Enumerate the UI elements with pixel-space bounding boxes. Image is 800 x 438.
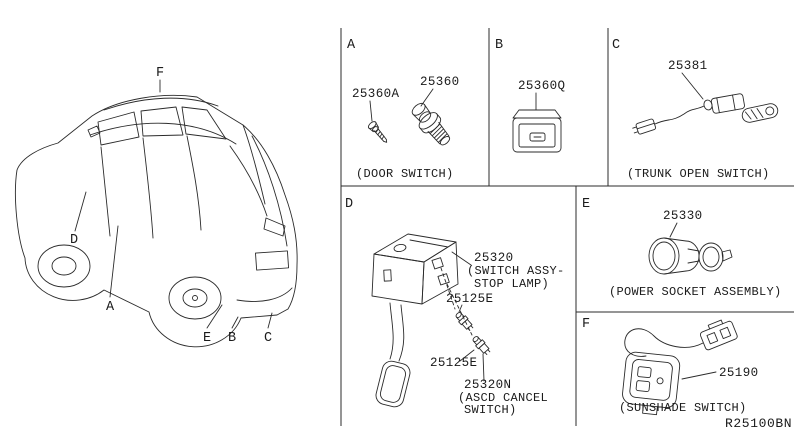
car-drawing bbox=[15, 95, 298, 348]
clip-switch-lower-drawing bbox=[472, 336, 491, 355]
section-f-letter: F bbox=[582, 317, 591, 332]
car-rear-wheel-hub bbox=[192, 295, 198, 301]
car-hatch-line bbox=[251, 135, 288, 247]
section-b-letter: B bbox=[495, 38, 504, 53]
section-e-caption: (POWER SOCKET ASSEMBLY) bbox=[609, 285, 782, 299]
car-callout-e: E bbox=[203, 331, 212, 346]
section-c-letter: C bbox=[612, 38, 621, 53]
car-beltline bbox=[89, 122, 237, 145]
car-rear-wheel bbox=[168, 276, 222, 320]
leader-25381 bbox=[681, 72, 704, 100]
part-label-25360a: 25360A bbox=[352, 87, 400, 101]
door-switch-drawing bbox=[411, 102, 451, 146]
car-door-line-front bbox=[100, 146, 111, 237]
part-label-25125e-upper: 25125E bbox=[446, 292, 493, 306]
leader-25360a bbox=[369, 100, 373, 122]
section-a-panel: A 25360A 25360 (DOOR SWITCH) bbox=[347, 38, 460, 181]
car-window-middle bbox=[140, 106, 184, 137]
car-front-wheel-rim bbox=[51, 256, 77, 276]
part-label-25190: 25190 bbox=[719, 366, 759, 380]
part-label-25320: 25320 bbox=[474, 251, 514, 265]
section-d-letter: D bbox=[345, 197, 354, 212]
car-license-plate bbox=[255, 250, 290, 271]
car-callout-b-leader bbox=[231, 316, 239, 329]
car-callout-a: A bbox=[106, 300, 115, 315]
clip-switch-upper-drawing bbox=[455, 312, 474, 331]
car-body-outline bbox=[15, 95, 298, 348]
panel-dividers bbox=[340, 28, 794, 426]
car-callout-c-leader bbox=[267, 312, 273, 329]
panel-b-switch-drawing bbox=[512, 109, 562, 153]
car-front-wheel bbox=[37, 244, 91, 288]
leader-25125e-upper bbox=[458, 304, 463, 313]
part-label-25381: 25381 bbox=[668, 59, 708, 73]
section-e-panel: E 25330 (POWER SOCKET ASSEMBLY) bbox=[582, 197, 782, 299]
section-c-caption: (TRUNK OPEN SWITCH) bbox=[627, 167, 770, 181]
car-callouts: F D A E B C bbox=[70, 66, 273, 346]
section-c-panel: C 25381 (TRUNK OPEN SWITCH) bbox=[612, 38, 779, 181]
car-callout-f: F bbox=[156, 66, 165, 81]
part-label-25330: 25330 bbox=[663, 209, 703, 223]
caption-ascd-line2: SWITCH) bbox=[464, 403, 517, 417]
car-door-line-rear bbox=[142, 137, 154, 239]
car-callout-a-leader bbox=[109, 225, 119, 298]
car-dpillar-line bbox=[242, 124, 266, 205]
part-label-25320n: 25320N bbox=[464, 378, 511, 392]
caption-stop-lamp-line2: STOP LAMP) bbox=[474, 277, 549, 291]
car-window-front bbox=[97, 111, 140, 146]
pedal-bracket-drawing bbox=[371, 233, 459, 408]
leader-25320 bbox=[451, 251, 472, 266]
power-socket-drawing bbox=[648, 237, 733, 275]
car-callout-d: D bbox=[70, 233, 79, 248]
section-a-letter: A bbox=[347, 38, 356, 53]
part-label-25360q: 25360Q bbox=[518, 79, 565, 93]
leader-25330 bbox=[669, 222, 678, 238]
section-a-caption: (DOOR SWITCH) bbox=[356, 167, 454, 181]
part-label-25125e-lower: 25125E bbox=[430, 356, 477, 370]
car-quarter-line bbox=[186, 135, 202, 231]
car-callout-c: C bbox=[264, 331, 273, 346]
trunk-switch-drawing bbox=[632, 93, 779, 135]
car-mirror bbox=[87, 125, 101, 138]
car-rear-wheel-rim bbox=[182, 288, 208, 308]
car-window-quarter bbox=[181, 106, 227, 140]
section-f-caption: (SUNSHADE SWITCH) bbox=[619, 401, 747, 415]
assembly-dash-line-upper bbox=[440, 267, 456, 310]
car-callout-b: B bbox=[228, 331, 237, 346]
car-taillight bbox=[263, 217, 286, 237]
part-label-25360: 25360 bbox=[420, 75, 460, 89]
caption-ascd-line1: (ASCD CANCEL bbox=[458, 391, 548, 405]
section-f-panel: F 25190 (SUNSHADE SWITCH) bbox=[582, 317, 759, 416]
car-bumper-line bbox=[236, 287, 293, 302]
section-e-letter: E bbox=[582, 197, 591, 212]
leader-25125e-lower bbox=[459, 349, 475, 362]
car-roofline-inner bbox=[103, 97, 219, 111]
caption-stop-lamp-line1: (SWITCH ASSY- bbox=[467, 264, 565, 278]
section-d-panel: D bbox=[345, 197, 565, 417]
leader-25320n bbox=[482, 353, 485, 382]
diagram-ref-code: R25100BN bbox=[725, 416, 792, 431]
car-callout-e-leader bbox=[206, 304, 223, 329]
section-b-panel: B 25360Q bbox=[495, 38, 565, 153]
door-switch-screw-drawing bbox=[367, 121, 388, 143]
car-rear-glass-edge bbox=[229, 145, 268, 217]
car-callout-d-leader bbox=[74, 191, 87, 232]
sunshade-switch-drawing bbox=[622, 319, 738, 416]
leader-25190 bbox=[681, 371, 717, 380]
